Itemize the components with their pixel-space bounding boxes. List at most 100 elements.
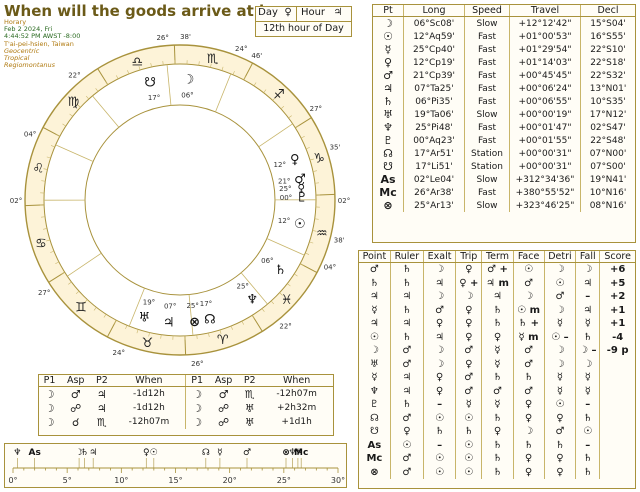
- house-cusp-line: [240, 272, 268, 305]
- degree-tick: [241, 320, 244, 325]
- dignity-cell: ♂: [389, 357, 424, 371]
- degree-strip: 0°5°10°15°20°25°30°♆As☽♄♃♀☉☊☿♂⊗♆♅Mc: [4, 443, 347, 488]
- position-row: ♆25°Pi48'Fast+00°01'47"02°S47': [373, 121, 635, 134]
- house-cusp-label: 24°: [235, 45, 247, 53]
- dignity-cell: ☽: [543, 344, 576, 358]
- strip-tick-label: 20°: [223, 476, 237, 485]
- dignity-cell: ☉ m: [512, 303, 545, 317]
- strip-tick-label: 30°: [331, 476, 345, 485]
- dignity-row: ☊♂☉☉♄♀♀♄: [359, 411, 635, 425]
- degree-tick: [280, 105, 285, 110]
- aspect-cell: -1d12h: [133, 389, 165, 399]
- planet-degree-label: 12°: [278, 217, 290, 225]
- dignity-cell: ♄: [389, 276, 424, 290]
- dignity-cell: ♄: [389, 303, 424, 317]
- house-cusp-label: 27°: [38, 289, 50, 297]
- zodiac-sign-glyph: ♐: [273, 87, 285, 102]
- position-point: ☽: [383, 17, 393, 30]
- strip-tick-label: 10°: [114, 476, 128, 485]
- position-point: ♃: [383, 82, 393, 95]
- planet-glyph: ☉: [294, 217, 306, 232]
- degree-tick: [127, 70, 130, 75]
- degree-tick: [150, 63, 152, 68]
- position-travel: +01°29'54": [509, 43, 581, 56]
- dignity-cell: ♀: [455, 330, 482, 344]
- position-point: ♅: [383, 108, 393, 121]
- dignity-head-term: Term: [481, 251, 514, 263]
- pos-head-long: Long: [403, 5, 465, 17]
- dignity-cell: ♂: [512, 344, 545, 358]
- dignity-cell: ☉: [455, 465, 482, 479]
- position-declination: 02°S47': [580, 121, 635, 134]
- dignity-cell: ☉: [389, 438, 424, 452]
- dignity-cell: -9 p: [599, 344, 635, 358]
- degree-tick: [295, 125, 299, 129]
- house-cusp-label: 26°: [191, 360, 203, 368]
- dignity-cell: ☿: [575, 317, 600, 331]
- position-point: ⊗: [383, 199, 393, 212]
- degree-tick: [69, 113, 73, 117]
- chart-date: Feb 2 2024, Fri: [4, 25, 53, 34]
- aspect-cell: ♃: [96, 401, 107, 415]
- dignity-cell: ☉: [455, 452, 482, 466]
- dignity-cell: ♀: [422, 371, 456, 385]
- dignity-cell: ☿: [481, 344, 514, 358]
- position-travel: +00°01'55": [509, 134, 581, 147]
- dignity-cell: +1: [599, 303, 635, 317]
- dignity-cell: ♂: [512, 384, 545, 398]
- house-cusp-line: [266, 238, 305, 256]
- position-row: ♂21°Cp39'Fast+00°45'45"22°S32': [373, 69, 635, 82]
- dignity-cell: ☉: [422, 411, 456, 425]
- dignity-cell: ♆: [369, 385, 379, 397]
- strip-planet-glyph: ⊗: [282, 448, 290, 458]
- degree-tick: [55, 261, 60, 264]
- strip-planet-glyph: ♄: [80, 448, 88, 458]
- dignity-cell: ♀: [512, 411, 545, 425]
- dignity-cell: ☿: [481, 357, 514, 371]
- dignity-cell: ☿: [455, 398, 482, 412]
- dignity-cell: ☽: [543, 357, 576, 371]
- aspect-cell: ♏: [96, 415, 107, 429]
- aspect-cell: ☌: [72, 415, 80, 429]
- chart-time: 4:44:52 PM AWST -8:00: [4, 32, 81, 41]
- strip-planet-glyph: Mc: [294, 448, 308, 458]
- dignity-cell: [599, 438, 635, 452]
- hour-label: Hour: [300, 7, 326, 18]
- degree-tick: [75, 290, 80, 295]
- planet-degree-label: 06°: [261, 257, 273, 265]
- position-declination: 10°S35': [580, 95, 635, 108]
- position-travel: +00°00'31": [509, 147, 581, 160]
- planet-degree-label: 25°: [236, 282, 248, 290]
- position-point: ♆: [383, 121, 393, 134]
- aspect-cell: ♂: [218, 387, 229, 401]
- chart-mode: Tropical: [4, 54, 30, 63]
- position-travel: +00°06'55": [509, 95, 581, 108]
- position-declination: 07°N00': [580, 147, 635, 160]
- position-longitude: 12°Cp19': [403, 56, 465, 69]
- position-longitude: 26°Ar38': [403, 186, 465, 199]
- dignity-cell: ☿: [543, 384, 576, 398]
- dignity-head-detri: Detri: [543, 251, 576, 263]
- degree-tick: [43, 228, 48, 230]
- dignity-cell: [599, 371, 635, 385]
- aspect-row: ☽☌♏-12h07m☽☍♅+1d1h: [39, 415, 333, 429]
- dignity-row: ☿♃♀♂♄♄☿☿: [359, 371, 635, 385]
- zodiac-sign-glyph: ♑: [313, 151, 325, 166]
- dignity-cell: ♃ m: [481, 276, 514, 290]
- house-cusp-label: 24°: [113, 349, 125, 357]
- dignity-cell: ☽: [575, 262, 600, 277]
- degree-tick: [105, 81, 109, 85]
- dignity-cell: ♄: [422, 425, 456, 439]
- dignity-cell: ⊗: [370, 466, 379, 478]
- dignity-cell: ♄: [389, 398, 424, 412]
- dignity-cell: ♅: [369, 358, 379, 370]
- strip-planet-glyph: ♀: [143, 448, 150, 458]
- house-cusp-line: [258, 123, 293, 148]
- dignity-cell: ♃: [422, 330, 456, 344]
- dignity-cell: –: [575, 290, 600, 304]
- dignity-cell: ♂: [543, 290, 576, 304]
- dignity-row: ♇♄–☿☿♀☉–: [359, 398, 635, 412]
- dignity-cell: ♂: [369, 264, 379, 276]
- dignity-cell: ♄ +: [512, 317, 545, 331]
- aspect-cell: -12h07m: [276, 389, 317, 399]
